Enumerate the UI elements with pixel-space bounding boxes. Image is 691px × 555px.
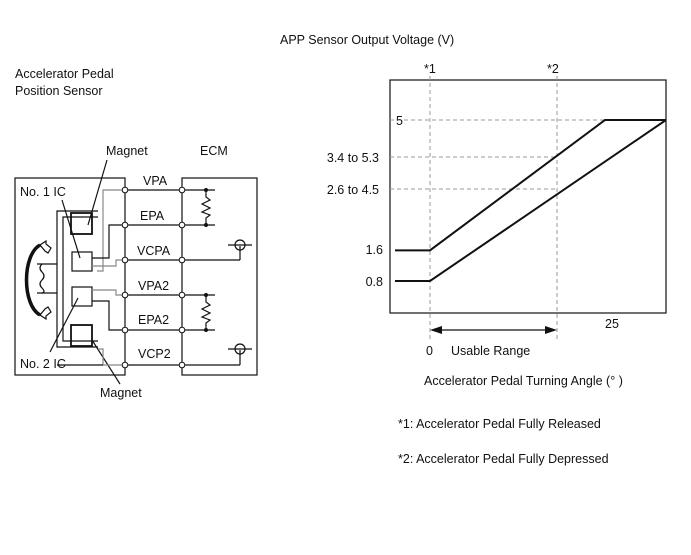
rotation-arrowhead-bottom xyxy=(39,306,52,321)
terminal-vpa: VPA xyxy=(143,174,168,188)
sensor-title-line1: Accelerator Pedal xyxy=(15,67,114,81)
sensor-box xyxy=(14,177,126,376)
rotor-outer xyxy=(56,210,98,348)
marker-1: *1 xyxy=(424,62,436,76)
magnet-top-label: Magnet xyxy=(106,144,148,158)
plot-frame xyxy=(389,79,667,314)
usable-range-label: Usable Range xyxy=(451,344,530,358)
ic1-label: No. 1 IC xyxy=(20,185,66,199)
rotation-arrowhead-top xyxy=(39,239,52,254)
ic2-label: No. 2 IC xyxy=(20,357,66,371)
marker-2: *2 xyxy=(547,62,559,76)
x-axis-label: Accelerator Pedal Turning Angle (° ) xyxy=(424,374,623,388)
terminal-vcp2: VCP2 xyxy=(138,347,171,361)
chart-layer xyxy=(390,76,667,340)
ecm-label: ECM xyxy=(200,144,228,158)
voltage-source-1-icon xyxy=(228,239,252,251)
resistor-2-icon xyxy=(200,293,212,332)
ecm-box xyxy=(181,177,258,376)
x-tick-0: 0 xyxy=(426,344,433,358)
arrowhead-left-icon xyxy=(430,326,442,334)
y-tick-0-8: 0.8 xyxy=(366,275,383,289)
magnet-bottom-label: Magnet xyxy=(100,386,142,400)
ic2-leader xyxy=(49,297,79,353)
magnet-bottom xyxy=(70,324,93,347)
wiring xyxy=(57,189,241,366)
rotor-inner xyxy=(62,216,98,342)
magnet-top-leader xyxy=(87,159,108,226)
terminal-epa2: EPA2 xyxy=(138,313,169,327)
series-line-vpa2 xyxy=(395,119,666,252)
terminal-vpa2: VPA2 xyxy=(138,279,169,293)
y-tick-5: 5 xyxy=(396,114,403,128)
terminal-epa: EPA xyxy=(140,209,165,223)
sensor-title-line2: Position Sensor xyxy=(15,84,103,98)
y-tick-3-4: 3.4 to 5.3 xyxy=(327,151,379,165)
note-2: *2: Accelerator Pedal Fully Depressed xyxy=(398,452,609,466)
terminal-circles xyxy=(121,186,186,369)
rotation-arrow-icon xyxy=(24,243,42,317)
voltage-source-2-icon xyxy=(228,343,252,355)
arrowhead-right-icon xyxy=(545,326,557,334)
note-1: *1: Accelerator Pedal Fully Released xyxy=(398,417,601,431)
terminal-vcpa: VCPA xyxy=(137,244,171,258)
resistor-1-icon xyxy=(200,188,212,227)
magnet-top xyxy=(70,212,93,235)
ic2-chip xyxy=(71,286,93,307)
y-tick-1-6: 1.6 xyxy=(366,243,383,257)
series-line-vpa xyxy=(395,119,667,282)
y-tick-2-6: 2.6 to 4.5 xyxy=(327,183,379,197)
chart-title: APP Sensor Output Voltage (V) xyxy=(280,33,454,47)
ic1-chip xyxy=(71,251,93,272)
x-tick-25: 25 xyxy=(605,317,619,331)
shaft-break xyxy=(39,263,45,294)
